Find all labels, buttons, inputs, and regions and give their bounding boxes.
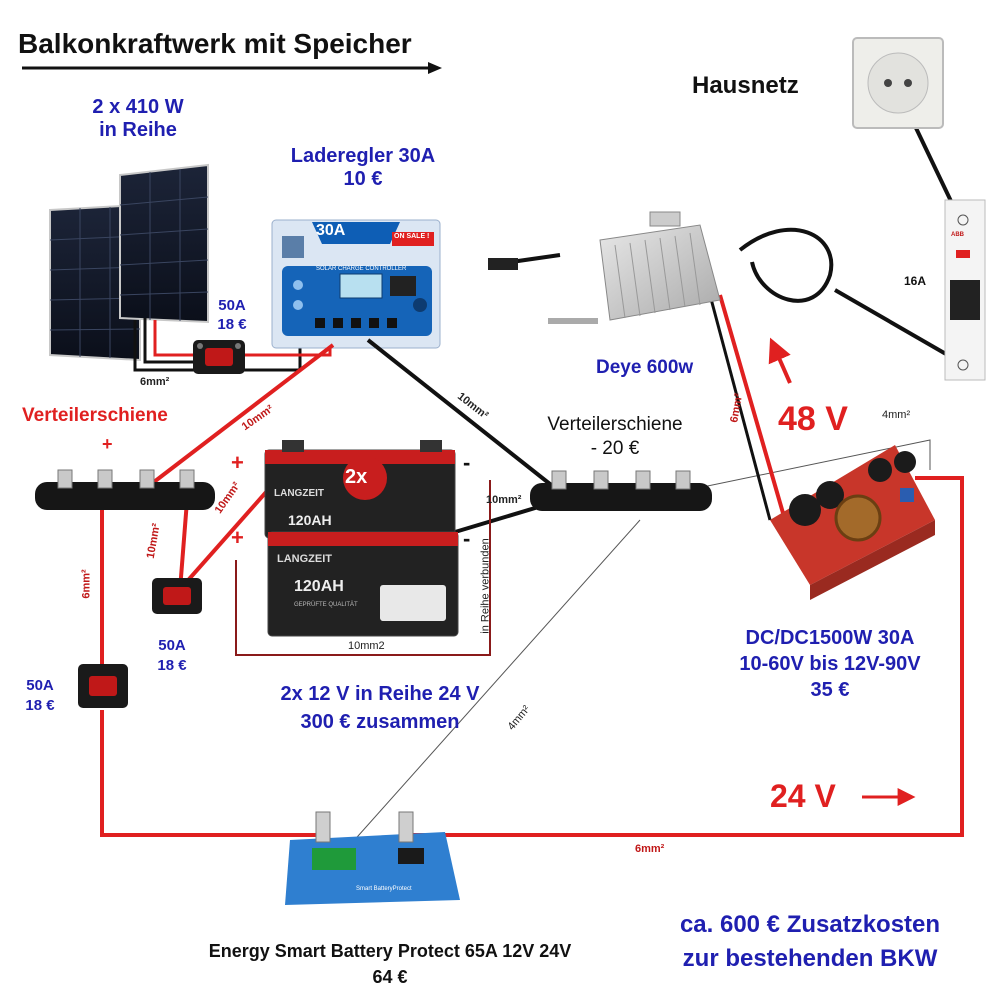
laderegler-name: Laderegler 30A <box>290 145 436 167</box>
wire-label-6mm-bottom: 6mm² <box>635 843 665 855</box>
wire-label-10mm-e: 10mm² <box>486 494 522 506</box>
wire-battery-link-label: 10mm2 <box>348 640 385 652</box>
battery-protect-line1: Energy Smart Battery Protect 65A 12V 24V <box>208 941 572 961</box>
solar-panels-icon <box>49 163 209 362</box>
fuse-left-price: 18 € <box>25 697 55 714</box>
battery-plus-2: + <box>231 525 244 550</box>
wire-4mm-protect-to-bus <box>349 519 641 846</box>
fuse-top-rating: 50A <box>218 297 246 314</box>
charge-controller-icon <box>271 219 441 349</box>
laderegler-badge: 30A <box>316 222 346 239</box>
total-cost-label: ca. 600 € Zusatzkosten zur bestehenden B… <box>640 908 980 976</box>
wire-neg-bus-to-battery <box>444 503 546 537</box>
fuse-mid-price: 18 € <box>157 657 187 674</box>
laderegler-price: 10 € <box>343 168 383 190</box>
wire-6mm-top-label: 6mm² <box>140 376 170 388</box>
hausnetz-label: Hausnetz <box>692 72 799 99</box>
battery-protect-label: Energy Smart Battery Protect 65A 12V 24V… <box>150 938 630 990</box>
battery-protect-line2: 64 € <box>372 967 408 987</box>
wire-controller-to-neg-bus <box>366 338 557 490</box>
batteries-label: 2x 12 V in Reihe 24 V 300 € zusammen <box>240 680 520 736</box>
dcdc-converter-icon <box>770 445 935 600</box>
busbar-negative-icon <box>530 470 712 511</box>
laderegler-label: Laderegler 30A 10 € <box>268 145 458 191</box>
verteiler-neg-sign-price: - 20 € <box>590 438 640 459</box>
voltage-48-label: 48 V <box>778 400 848 438</box>
microinverter-icon <box>488 211 721 324</box>
dcdc-label: DC/DC1500W 30A 10-60V bis 12V-90V 35 € <box>690 625 970 703</box>
breaker-brand: ABB <box>951 232 964 238</box>
inverter-label: Deye 600w <box>596 357 694 378</box>
fuse-left-icon <box>78 664 128 708</box>
wire-dcdc-to-inverter <box>708 294 787 521</box>
panels-line1: 2 x 410 W <box>92 96 184 118</box>
wire-protect-to-dcdc <box>405 476 964 837</box>
verteiler-pos-sign: + <box>102 434 113 454</box>
laderegler-sale-tag: ON SALE ! <box>394 233 430 240</box>
battery-protect-icon <box>285 811 460 905</box>
fuse-top-price: 18 € <box>217 316 247 333</box>
dcdc-line3: 35 € <box>810 679 850 701</box>
batteries-icon <box>264 440 459 637</box>
wire-4mm-bus-to-dcdc <box>639 439 931 501</box>
breaker-rating: 16A <box>904 274 927 288</box>
battery-bottom-capacity: 120AH <box>294 578 344 595</box>
battery-minus-2: - <box>463 526 471 551</box>
battery-multiplier: 2x <box>345 466 368 488</box>
battery-top-capacity: 120AH <box>288 512 332 528</box>
fuse-mid-rating: 50A <box>158 637 186 654</box>
fuse-mid-label: 50A 18 € <box>152 636 192 676</box>
battery-protect-device-label: Smart BatteryProtect <box>356 886 412 892</box>
battery-top-brand: LANGZEIT <box>274 488 324 499</box>
voltage-24-label: 24 V <box>770 778 836 814</box>
fuse-top-icon <box>193 340 245 374</box>
wire-battery-series-link <box>235 480 491 656</box>
title-underline-arrow <box>22 62 442 74</box>
verteiler-neg-name: Verteilerschiene <box>547 414 683 435</box>
busbar-positive-icon <box>35 469 215 510</box>
verteiler-neg-label: Verteilerschiene - 20 € <box>520 413 710 461</box>
circuit-breaker-icon <box>944 199 986 381</box>
battery-series-note: in Reihe verbunden <box>479 538 492 634</box>
diagram-title: Balkonkraftwerk mit Speicher <box>18 28 412 59</box>
batteries-line2: 300 € zusammen <box>300 711 460 733</box>
fuse-mid-icon <box>152 578 202 614</box>
wire-label-4mm-top: 4mm² <box>882 409 911 421</box>
verteiler-pos-name: Verteilerschiene <box>22 405 168 426</box>
total-line2: zur bestehenden BKW <box>682 945 938 972</box>
fuse-top-label: 50A 18 € <box>212 296 252 334</box>
dcdc-line2: 10-60V bis 12V-90V <box>739 653 921 675</box>
wall-socket-icon <box>852 37 944 129</box>
fuse-left-rating: 50A <box>26 677 54 694</box>
arrow-48v <box>768 337 792 384</box>
panels-line2: in Reihe <box>99 119 177 141</box>
battery-subtitle: GEPRÜFTE QUALITÄT <box>294 602 358 608</box>
batteries-line1: 2x 12 V in Reihe 24 V <box>280 683 480 705</box>
battery-bottom-brand: LANGZEIT <box>277 553 332 565</box>
wire-pos-bus-to-protect <box>100 488 322 837</box>
battery-plus-1: + <box>231 450 244 475</box>
panels-label: 2 x 410 W in Reihe <box>68 96 208 142</box>
fuse-left-label: 50A 18 € <box>20 676 60 716</box>
wire-label-6mm-left: 6mm² <box>80 569 93 599</box>
battery-minus-1: - <box>463 450 471 475</box>
laderegler-screen-label: SOLAR CHARGE CONTROLLER <box>316 266 407 272</box>
total-line1: ca. 600 € Zusatzkosten <box>679 911 941 938</box>
dcdc-line1: DC/DC1500W 30A <box>745 627 915 649</box>
wire-controller-to-pos-bus <box>148 343 335 487</box>
